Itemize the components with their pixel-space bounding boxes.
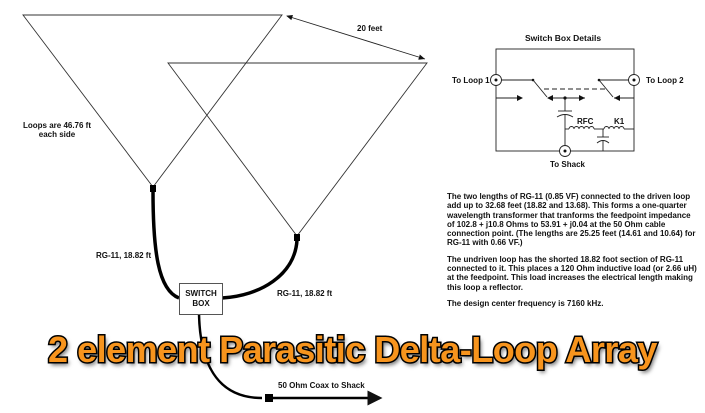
coax-jack-loop-1	[490, 74, 502, 86]
k1-relay-label: K1	[614, 117, 625, 126]
loop-2-feedpoint	[294, 234, 300, 241]
coax-to-shack	[197, 313, 263, 400]
diagram-title: 2 element Parasitic Delta-Loop Array	[47, 328, 659, 372]
notes-paragraph-1: The two lengths of RG-11 (0.85 VF) conne…	[447, 192, 696, 248]
feedline-label: 50 Ohm Coax to Shack	[278, 381, 365, 390]
rfc-label: RFC	[577, 117, 594, 126]
loop-1-feedpoint	[150, 185, 156, 192]
coax-right-label: RG-11, 18.82 ft	[277, 289, 333, 298]
signal-arrows	[517, 95, 620, 101]
coax-jack-shack	[559, 145, 571, 157]
port-loop-1-label: To Loop 1	[452, 76, 490, 85]
port-shack-label: To Shack	[550, 160, 585, 169]
design-notes: The two lengths of RG-11 (0.85 VF) conne…	[447, 192, 697, 315]
spacing-arrow	[286, 15, 426, 60]
loop-2-triangle	[167, 62, 428, 237]
loop-1-triangle	[22, 14, 283, 188]
switch-box-line-2: BOX	[192, 299, 210, 308]
loop-size-line-1: Loops are 46.76 ft	[22, 121, 92, 130]
loop-size-line-2: each side	[38, 130, 76, 140]
coax-left-label: RG-11, 18.82 ft	[96, 251, 152, 260]
switch-pivot-1	[531, 78, 535, 82]
notes-paragraph-3: The design center frequency is 7160 kHz.	[447, 298, 604, 308]
switch-box-line-1: SWITCH	[185, 289, 217, 298]
switch-pivot-2	[597, 78, 601, 82]
coax-loop-1	[151, 190, 180, 300]
loop-size-label: Loops are 46.76 ft each side	[18, 121, 96, 139]
notes-paragraph-2: The undriven loop has the shorted 18.82 …	[447, 254, 697, 292]
coax-jack-loop-2	[628, 74, 640, 86]
spacing-label: 20 feet	[357, 24, 383, 33]
switch-box: SWITCH BOX	[179, 283, 223, 315]
schematic-title: Switch Box Details	[525, 33, 602, 43]
switch-box-schematic	[495, 48, 635, 152]
node-dot	[563, 96, 567, 100]
coax-loop-2	[221, 239, 299, 300]
port-loop-2-label: To Loop 2	[646, 76, 684, 85]
shack-coax-connector	[265, 394, 273, 402]
